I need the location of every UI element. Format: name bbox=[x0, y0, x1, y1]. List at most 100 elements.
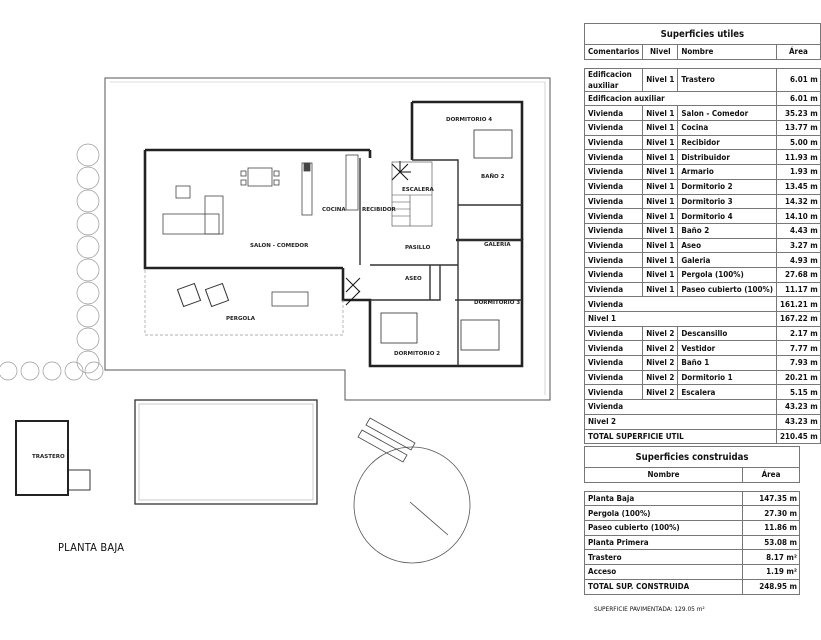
plant-icon bbox=[345, 161, 411, 306]
cell-name: Descansillo bbox=[677, 325, 778, 342]
umbrella-arm bbox=[409, 501, 449, 536]
hedge-bottom bbox=[0, 361, 104, 381]
cell-area: 43.23 m bbox=[776, 413, 821, 430]
table-row: Paseo cubierto (100%)11.86 m bbox=[584, 520, 800, 536]
cell-name: TOTAL SUP. CONSTRUIDA bbox=[584, 578, 743, 595]
column-header: Nivel bbox=[642, 44, 679, 60]
swimming-pool bbox=[134, 399, 318, 505]
hedge-left bbox=[76, 143, 100, 374]
cell-area: 53.08 m bbox=[742, 534, 800, 551]
cell-area: 5.15 m bbox=[776, 384, 821, 401]
cell-level: Nivel 1 bbox=[642, 208, 679, 224]
cell-area: 11.86 m bbox=[742, 520, 800, 536]
cell-comment: Vivienda bbox=[583, 266, 644, 283]
cell-comment: Nivel 2 bbox=[583, 413, 778, 430]
cell-area: 20.21 m bbox=[776, 369, 821, 386]
cell-level: Nivel 1 bbox=[642, 281, 679, 298]
room-label-trastero: TRASTERO bbox=[32, 454, 65, 460]
room-label-galeria: GALERIA bbox=[484, 242, 511, 248]
cell-name: Baño 1 bbox=[677, 355, 778, 371]
cell-area: 1.93 m bbox=[776, 164, 821, 180]
column-header: Área bbox=[742, 467, 800, 483]
cell-comment: Vivienda bbox=[583, 193, 644, 210]
cell-comment: Vivienda bbox=[583, 105, 644, 122]
useful-surfaces-table: Superficies utiles Comentarios Nivel Nom… bbox=[583, 23, 821, 445]
cell-name: Dormitorio 3 bbox=[677, 193, 778, 210]
cell-area: 43.23 m bbox=[776, 399, 821, 415]
cell-comment: Edificacion auxiliar bbox=[583, 67, 644, 92]
cell-area: 13.77 m bbox=[776, 120, 821, 136]
cell-comment: Vivienda bbox=[583, 252, 644, 268]
bed-icon bbox=[380, 129, 513, 351]
cell-comment: Vivienda bbox=[583, 399, 778, 415]
room-label-salon: SALON - COMEDOR bbox=[250, 243, 309, 249]
cell-level: Nivel 2 bbox=[642, 355, 679, 371]
stairs-icon bbox=[391, 161, 433, 227]
built-surfaces-table: Superficies construidas Nombre Área Plan… bbox=[584, 446, 800, 595]
cell-area: 27.30 m bbox=[742, 505, 800, 522]
cell-level: Nivel 1 bbox=[642, 67, 679, 92]
cell-name: Cocina bbox=[677, 120, 778, 136]
room-label-recibidor: RECIBIDOR bbox=[362, 207, 397, 213]
cell-name: Aseo bbox=[677, 237, 778, 254]
cell-comment: TOTAL SUPERFICIE UTIL bbox=[583, 428, 778, 445]
cell-area: 14.32 m bbox=[776, 193, 821, 210]
room-label-bano2: BAÑO 2 bbox=[481, 173, 505, 180]
cell-area: 11.17 m bbox=[776, 281, 821, 298]
room-label-pasillo: PASILLO bbox=[405, 245, 431, 251]
cell-level: Nivel 1 bbox=[642, 252, 679, 268]
cell-comment: Vivienda bbox=[583, 149, 644, 166]
cell-name: Salon - Comedor bbox=[677, 105, 778, 122]
cell-name: Dormitorio 4 bbox=[677, 208, 778, 224]
sunbeds-icon bbox=[357, 417, 416, 463]
interior-walls bbox=[359, 158, 522, 366]
cell-area: 167.22 m bbox=[776, 311, 821, 327]
cell-level: Nivel 1 bbox=[642, 178, 679, 195]
cell-name: Planta Primera bbox=[584, 534, 743, 551]
cell-name: Trastero bbox=[677, 67, 778, 92]
cell-area: 248.95 m bbox=[742, 578, 800, 595]
cell-comment: Vivienda bbox=[583, 164, 644, 180]
room-label-cocina: COCINA bbox=[322, 207, 346, 213]
cell-area: 1.19 m² bbox=[742, 564, 800, 580]
column-header: Comentarios bbox=[583, 44, 644, 60]
cell-name: Escalera bbox=[677, 384, 778, 401]
room-label-dormitorio2: DORMITORIO 2 bbox=[394, 351, 440, 357]
cell-name: Armario bbox=[677, 164, 778, 180]
terrace-outline bbox=[110, 81, 546, 395]
cell-comment: Vivienda bbox=[583, 369, 644, 386]
column-header: Nombre bbox=[677, 44, 778, 60]
built-surfaces-title: Superficies construidas bbox=[584, 446, 800, 468]
cell-comment: Vivienda bbox=[583, 355, 644, 371]
cell-level: Nivel 2 bbox=[642, 325, 679, 342]
cell-area: 27.68 m bbox=[776, 266, 821, 283]
pergola-table-icon bbox=[271, 291, 309, 307]
plot-boundary bbox=[104, 77, 551, 401]
cell-comment: Vivienda bbox=[583, 296, 778, 312]
cell-level: Nivel 1 bbox=[642, 193, 679, 210]
cell-name: Vestidor bbox=[677, 340, 778, 357]
cell-comment: Vivienda bbox=[583, 237, 644, 254]
paved-surface-note: SUPERFICIE PAVIMENTADA: 129.05 m² bbox=[594, 605, 705, 613]
cell-area: 2.17 m bbox=[776, 325, 821, 342]
cell-area: 6.01 m bbox=[776, 67, 821, 92]
cell-level: Nivel 1 bbox=[642, 149, 679, 166]
useful-surfaces-title: Superficies utiles bbox=[584, 23, 821, 45]
cell-level: Nivel 1 bbox=[642, 120, 679, 136]
cell-name: Recibidor bbox=[677, 134, 778, 151]
